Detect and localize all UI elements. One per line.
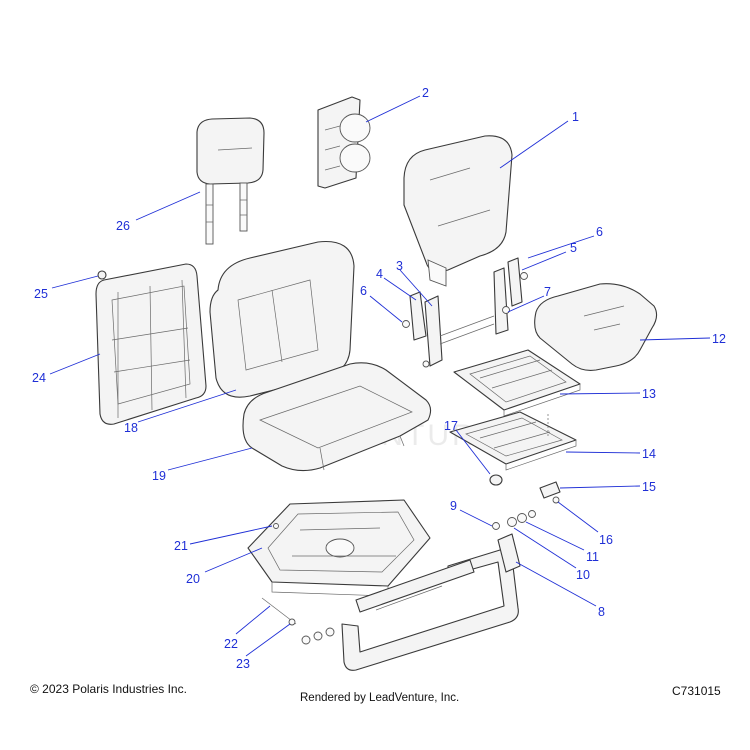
callout-15: 15: [642, 480, 656, 494]
callout-18: 18: [124, 421, 138, 435]
callout-26: 26: [116, 219, 130, 233]
callout-14: 14: [642, 447, 656, 461]
callout-2: 2: [422, 86, 429, 100]
callout-20: 20: [186, 572, 200, 586]
rendered-by-text: Rendered by LeadVenture, Inc.: [300, 692, 460, 704]
diagram-id: C731015: [672, 684, 721, 698]
part-seat-slide-lower: [449, 411, 577, 471]
part-cable-and-washers: [261, 597, 335, 645]
callout-10: 10: [576, 568, 590, 582]
part-screw: [273, 523, 279, 529]
callout-13: 13: [642, 387, 656, 401]
callout-23: 23: [236, 657, 250, 671]
callout-25: 25: [34, 287, 48, 301]
copyright-text: © 2023 Polaris Industries Inc.: [30, 682, 187, 696]
callout-22: 22: [224, 637, 238, 651]
callout-12: 12: [712, 332, 726, 346]
part-latch: [539, 481, 561, 504]
callout-6-right: 6: [596, 225, 603, 239]
part-hinge-brackets: [402, 257, 528, 368]
callout-4: 4: [376, 267, 383, 281]
part-seat-back-frame: [95, 263, 207, 425]
part-seat-back-cover: [403, 135, 513, 287]
part-control-module: [317, 96, 371, 189]
callout-21: 21: [174, 539, 188, 553]
callout-17: 17: [444, 419, 458, 433]
callout-6-left: 6: [360, 284, 367, 298]
callout-labels: 1 2 3 4 5 6 6 7 8 9 10 11 12 13 14 15 16…: [32, 86, 726, 671]
callout-3: 3: [396, 259, 403, 273]
part-seat-slide-upper: [453, 349, 581, 417]
part-washers-nuts: [492, 510, 536, 530]
callout-7: 7: [544, 285, 551, 299]
part-plug: [97, 270, 107, 280]
leader-lines: [49, 95, 711, 657]
part-seat-base: [247, 499, 431, 597]
callout-8: 8: [598, 605, 605, 619]
callout-19: 19: [152, 469, 166, 483]
callout-11: 11: [586, 550, 599, 564]
callout-5: 5: [570, 241, 577, 255]
part-knob: [489, 474, 503, 486]
callout-1: 1: [572, 110, 579, 124]
part-headrest: [196, 117, 265, 245]
part-seat-cushion-pad: [534, 283, 658, 371]
part-seat-frame-tube: [341, 533, 521, 671]
callout-24: 24: [32, 371, 46, 385]
callout-9: 9: [450, 499, 457, 513]
callout-16: 16: [599, 533, 613, 547]
